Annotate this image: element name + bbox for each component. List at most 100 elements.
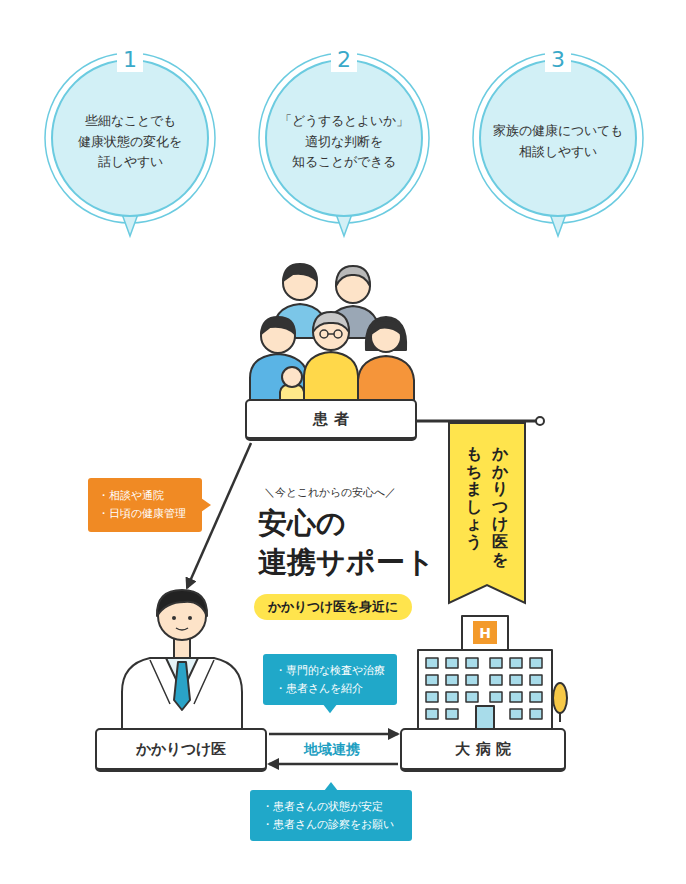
hospital-illustration-part (476, 706, 494, 730)
doctor-box: かかりつけ医 (95, 588, 267, 772)
hospital-illustration-part-part (530, 658, 542, 668)
diagram-label: H (479, 625, 491, 641)
bubble-fill (266, 60, 422, 216)
hospital-illustration-part-part (490, 658, 502, 668)
node-text: ・相談や通院 (98, 487, 192, 505)
diagram-label: ＼今とこれからの安心へ／ (264, 485, 396, 500)
hospital-illustration (418, 616, 567, 730)
node-text: 大病院 (455, 740, 516, 759)
hospital-illustration-part-part (446, 658, 458, 668)
family-illustration-part (320, 330, 328, 338)
node-text: ・患者さんの状態が安定 (262, 798, 400, 816)
doctor-illustration-part (174, 662, 190, 710)
hospital-illustration-part-part (466, 692, 478, 702)
hospital-illustration-part-part (510, 692, 522, 702)
hospital-illustration-part-part (510, 675, 522, 685)
hospital-illustration-part-part (446, 709, 458, 719)
callout-pointer (263, 654, 397, 705)
bubble-tail (550, 214, 566, 236)
bubble-fill (480, 60, 636, 216)
hospital-illustration-part-part (510, 709, 522, 719)
doctor-illustration (122, 590, 242, 740)
family-illustration-part (313, 312, 349, 332)
node-text: かかりつけ医 (95, 728, 267, 772)
bubble-tail (336, 214, 352, 236)
bubble-fill (52, 60, 208, 216)
node-text: もちましょう (466, 445, 482, 551)
callout-pointer-shape (323, 704, 337, 713)
hospital-illustration-part-part (530, 692, 542, 702)
patient-box: 患者 (245, 399, 417, 441)
family-illustration-part (328, 333, 334, 335)
family-illustration-part (304, 352, 358, 406)
hospital-illustration-part-part (426, 675, 438, 685)
doctor-illustration-part (150, 660, 214, 704)
family-illustration-part (371, 320, 401, 334)
bubble-circle: 3家族の健康についても 相談しやすい (472, 52, 644, 224)
family-illustration-part (336, 266, 370, 286)
banner-cloth (449, 423, 525, 603)
bubble-ring (45, 53, 215, 223)
hospital-illustration-part (426, 658, 542, 719)
node-text: かかりつけ医を (492, 445, 508, 568)
connector-arrow (269, 733, 398, 736)
family-illustration-part (283, 264, 317, 281)
callout-pointer-shape (201, 498, 211, 512)
doctor-illustration-part (176, 628, 188, 630)
hospital-illustration-part-part (446, 692, 458, 702)
callout-pointer-shape (324, 782, 338, 791)
hospital-box: 大病院 (400, 728, 566, 772)
callout-number: 1 (117, 48, 143, 72)
family-illustration (250, 264, 414, 406)
node-text: 些細なことでも 健康状態の変化を 話しやすい (59, 111, 201, 173)
bubble-ring (473, 53, 643, 223)
node-text: 患者 (313, 410, 354, 429)
callout-pointer (88, 478, 202, 532)
diagram-title: 安心の 連携サポート (258, 504, 448, 582)
banner-flag: かかりつけ医をもちましょう (448, 423, 526, 603)
hospital-illustration-part-part (426, 658, 438, 668)
node-text: ・患者さんの診察をお願い (262, 816, 400, 834)
hospital-illustration-part-part (510, 658, 522, 668)
node-text: ・患者さんを紹介 (275, 680, 385, 698)
hospital-illustration-part (553, 683, 567, 713)
diagram-label: 地域連携 (304, 741, 360, 759)
doctor-illustration-part (172, 616, 176, 620)
banner-shape (448, 423, 526, 603)
callout-number: 2 (331, 48, 357, 72)
hospital-illustration-part-part (466, 675, 478, 685)
callout-box: ・専門的な検査や治療・患者さんを紹介 (263, 654, 397, 705)
callout-box: ・患者さんの状態が安定・患者さんの診察をお願い (250, 790, 412, 841)
connector-arrow (269, 763, 398, 766)
node-text: 家族の健康についても 相談しやすい (487, 121, 629, 163)
flag-pole-part (536, 417, 544, 425)
bubble-tail (122, 214, 138, 236)
callout-pointer (250, 790, 412, 841)
node-text: 「どうするとよいか」 適切な判断を 知ることができる (273, 111, 415, 173)
family-illustration-part (261, 317, 295, 334)
hospital-illustration-part-part (490, 692, 502, 702)
family-illustration-part (282, 367, 302, 387)
callout-number: 3 (545, 48, 571, 72)
hospital-illustration-part-part (426, 709, 438, 719)
hospital-illustration-part (418, 650, 552, 730)
callout-box: ・相談や通院・日頃の健康管理 (88, 478, 202, 532)
family-illustration-part (334, 330, 342, 338)
bubble-circle: 2「どうするとよいか」 適切な判断を 知ることができる (258, 52, 430, 224)
hospital-illustration-part-part (426, 692, 438, 702)
hospital-illustration-part-part (446, 675, 458, 685)
node-text: かかりつけ医を身近に (268, 598, 398, 616)
hospital-illustration-part-part (466, 658, 478, 668)
hospital-illustration-part-part (530, 675, 542, 685)
hospital-illustration-part (473, 621, 497, 644)
bubble-ring (259, 53, 429, 223)
bubble-circle: 1些細なことでも 健康状態の変化を 話しやすい (44, 52, 216, 224)
doctor-illustration-part (188, 616, 192, 620)
node-text: ・専門的な検査や治療 (275, 662, 385, 680)
doctor-illustration-part (157, 590, 207, 616)
hospital-illustration-part-part (490, 675, 502, 685)
hospital-illustration-part (462, 616, 508, 652)
tag-pill: かかりつけ医を身近に (254, 594, 412, 620)
hospital-illustration-part-part (530, 709, 542, 719)
